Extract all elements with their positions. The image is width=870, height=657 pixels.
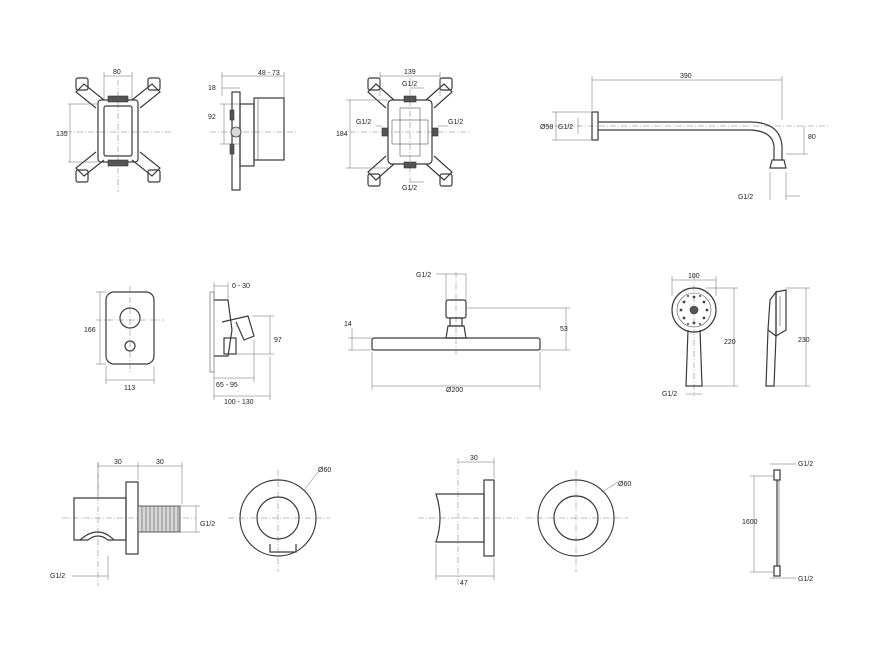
valve-width-label: 139 [404, 69, 416, 76]
rain-shower-head-side: G1/2 14 53 Ø200 [344, 272, 570, 394]
hand-side-height-label: 230 [798, 337, 810, 344]
hand-shower-front: 100 220 G1/2 [662, 273, 738, 398]
concealed-valve-front: 139 184 G1/2 G1/2 G1/2 G1/2 [336, 69, 470, 192]
wall-outlet-side: 30 47 [418, 455, 518, 587]
arm-flange-dia-label: Ø58 [540, 124, 553, 131]
wall-outlet-rosette-front: Ø60 [526, 470, 631, 572]
elbow-thread-side-label: G1/2 [200, 521, 215, 528]
shower-arm: 390 Ø58 G1/2 80 G1/2 [540, 73, 830, 201]
mixer-height-label: 97 [274, 337, 282, 344]
frame-height-label: 135 [56, 131, 68, 138]
wall-elbow-rosette-front: Ø60 [228, 467, 331, 572]
valve-height-label: 184 [336, 131, 348, 138]
elbow-rosette-dia-label: Ø60 [318, 467, 331, 474]
head-height-label: 53 [560, 326, 568, 333]
outlet-depth-label: 47 [460, 580, 468, 587]
valve-right-thread-label: G1/2 [448, 119, 463, 126]
head-thread-label: G1/2 [416, 272, 431, 279]
arm-outlet-thread-label: G1/2 [738, 194, 753, 201]
elbow-thread-bottom-label: G1/2 [50, 573, 65, 580]
mixer-depth-b-label: 100 - 130 [224, 399, 254, 406]
mounting-body-side: 48 - 73 18 92 [208, 70, 298, 191]
hand-shower-side: 230 [765, 287, 810, 387]
hand-height-label: 220 [724, 339, 736, 346]
head-diameter-label: Ø200 [446, 387, 463, 394]
hand-width-label: 100 [688, 273, 700, 280]
body-height-label: 92 [208, 114, 216, 121]
mixer-plate-front: 166 113 [84, 286, 164, 392]
plate-height-label: 166 [84, 327, 96, 334]
shower-hose: G1/2 1600 G1/2 [742, 461, 813, 583]
valve-bottom-thread-label: G1/2 [402, 185, 417, 192]
head-thickness-label: 14 [344, 321, 352, 328]
mounting-frame-front: 80 135 [56, 69, 172, 192]
frame-width-label: 80 [113, 69, 121, 76]
plate-width-label: 113 [124, 385, 135, 392]
body-offset-label: 18 [208, 85, 216, 92]
hose-top-thread-label: G1/2 [798, 461, 813, 468]
valve-left-thread-label: G1/2 [356, 119, 371, 126]
body-depth-label: 48 - 73 [258, 70, 280, 77]
valve-top-thread-label: G1/2 [402, 81, 417, 88]
elbow-dim-b-label: 30 [156, 459, 164, 466]
hand-thread-label: G1/2 [662, 391, 677, 398]
outlet-dim-top-label: 30 [470, 455, 478, 462]
arm-inlet-thread-label: G1/2 [558, 124, 573, 131]
mixer-depth-a-label: 65 - 95 [216, 382, 238, 389]
hose-length-label: 1600 [742, 519, 758, 526]
mixer-adjust-label: 0 - 30 [232, 283, 250, 290]
hose-bottom-thread-label: G1/2 [798, 576, 813, 583]
elbow-dim-a-label: 30 [114, 459, 122, 466]
arm-length-label: 390 [680, 73, 692, 80]
mixer-plate-side: 0 - 30 97 65 - 95 100 - 130 [209, 282, 282, 406]
arm-drop-label: 80 [808, 134, 816, 141]
outlet-rosette-dia-label: Ø60 [618, 481, 631, 488]
wall-elbow-side: 30 30 G1/2 G1/2 [50, 459, 215, 586]
